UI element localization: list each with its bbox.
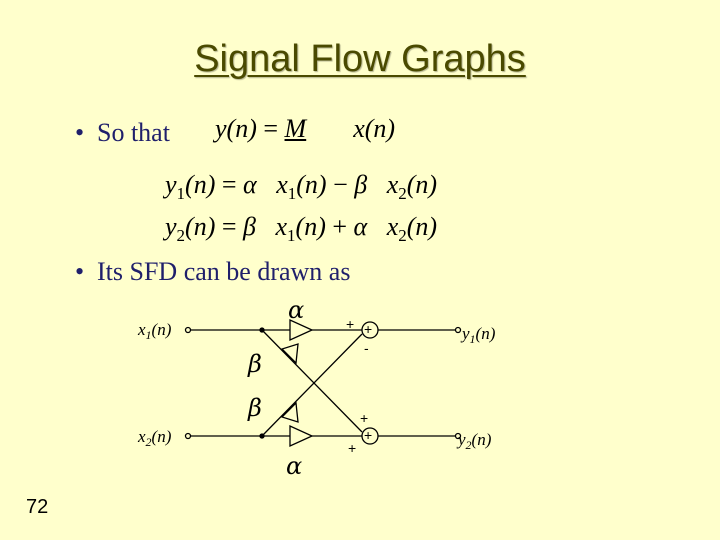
eq-y2-coef-alpha: α: [353, 212, 368, 241]
eq-main-matrix: M: [284, 114, 307, 143]
bullet-text: So that: [97, 118, 170, 147]
bullet-sfd: • Its SFD can be drawn as: [75, 257, 350, 287]
input-label-x1: x1(n): [138, 320, 172, 342]
sign-bottom-cross: +: [360, 410, 369, 426]
bullet-marker: •: [75, 257, 85, 286]
eq-y1-coef-alpha: α: [243, 170, 257, 199]
cross-branch-x1-to-y2: [261, 329, 363, 433]
input-label-x2: x2(n): [138, 427, 172, 449]
sign-bottom-in: +: [348, 440, 357, 456]
eq-main-lhs: y(n): [215, 114, 257, 143]
output-node-y2: [454, 432, 462, 440]
output-label-y1: y1(n): [462, 324, 496, 346]
bullet-text: Its SFD can be drawn as: [97, 257, 351, 286]
equation-main: y(n) = M x(n): [215, 114, 395, 144]
eq-y2-coef-beta: β: [243, 212, 256, 241]
gain-alpha-bottom: α: [286, 452, 303, 480]
gain-beta-lower-arrow: [280, 401, 299, 423]
input-node-x1: [184, 326, 192, 334]
output-node-y1: [454, 326, 462, 334]
gain-beta-lower: β: [248, 394, 262, 422]
gain-alpha-bottom-arrow: [289, 424, 314, 448]
sign-top-cross: -: [364, 340, 369, 356]
page-number: 72: [26, 496, 49, 518]
equation-y1: y1(n) = α x1(n) − β x2(n): [165, 170, 438, 203]
equation-y2: y2(n) = β x1(n) + α x2(n): [165, 212, 438, 245]
bullet-so-that: • So that: [75, 118, 170, 148]
cross-branch-x2-to-y1: [261, 333, 363, 437]
eq-main-rhs: x(n): [353, 114, 396, 143]
input-node-x2: [184, 432, 192, 440]
gain-alpha-top: α: [288, 296, 305, 324]
gain-beta-upper-arrow: [280, 343, 299, 365]
adder-bottom-symbol: +: [364, 427, 373, 443]
eq-y1-coef-beta: β: [354, 170, 368, 199]
bullet-marker: •: [75, 118, 85, 147]
eq-main-equals: =: [263, 114, 279, 143]
output-label-y2: y2(n): [458, 430, 492, 452]
slide-title: Signal Flow Graphs: [194, 38, 526, 80]
gain-beta-upper: β: [248, 350, 262, 378]
sign-top-in: +: [346, 316, 355, 332]
gain-alpha-top-arrow: [289, 318, 314, 342]
adder-top-symbol: +: [364, 321, 373, 337]
